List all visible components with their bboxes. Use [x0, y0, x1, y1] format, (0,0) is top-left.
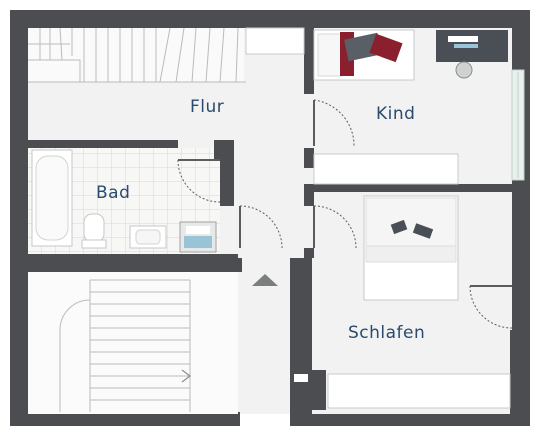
kind-desk — [436, 30, 508, 79]
doors — [177, 99, 513, 329]
schlafen-wardrobe — [327, 373, 511, 409]
room-label-schlafen: Schlafen — [348, 323, 425, 343]
stair-bottom — [28, 272, 238, 414]
stair-top — [28, 27, 246, 83]
kind-wardrobe — [313, 153, 459, 185]
room-label-kind: Kind — [376, 104, 415, 124]
washing-machine — [179, 221, 217, 253]
stair-up-arrow-icon — [181, 369, 191, 383]
toilet — [81, 213, 107, 249]
bathtub — [31, 149, 73, 247]
room-label-bad: Bad — [96, 183, 130, 203]
entrance-arrow-icon — [252, 274, 278, 286]
kind-bed — [313, 29, 415, 81]
kind-shelf — [245, 27, 305, 55]
room-label-flur: Flur — [190, 97, 224, 117]
schlafen-bed — [363, 195, 459, 301]
walls — [10, 10, 530, 426]
chair-icon — [455, 61, 473, 79]
sink — [129, 225, 167, 249]
